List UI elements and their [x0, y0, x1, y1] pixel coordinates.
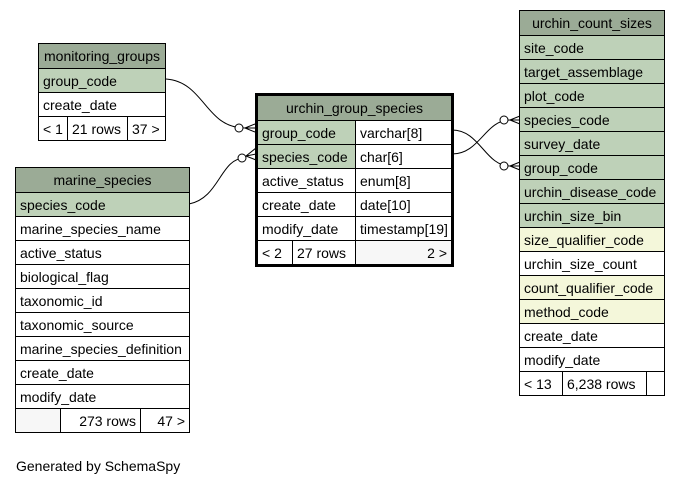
column-row[interactable]: modify_date — [16, 384, 189, 408]
column-row[interactable]: group_code — [39, 68, 165, 92]
table-urchin-count-sizes[interactable]: urchin_count_sizes site_code target_asse… — [519, 10, 665, 396]
edge-end-circle-icon — [234, 123, 244, 133]
row-count: 6,238 rows — [562, 372, 646, 395]
generated-by-note: Generated by SchemaSpy — [16, 458, 181, 474]
next-link[interactable]: 2 > — [355, 241, 451, 264]
table-marine-species[interactable]: marine_species species_code marine_speci… — [15, 167, 190, 433]
column-row[interactable]: site_code — [520, 35, 664, 59]
column-name: create_date — [262, 197, 336, 213]
column-row[interactable]: marine_species_definition — [16, 336, 189, 360]
prev-link[interactable] — [16, 409, 60, 432]
column-type: enum[8] — [355, 169, 451, 192]
column-type: char[6] — [355, 145, 451, 168]
column-row[interactable]: species_code — [16, 192, 189, 216]
table-footer: < 2 27 rows 2 > — [258, 240, 451, 264]
edge-crowfoot-icon — [509, 115, 521, 125]
column-name: species_code — [258, 145, 355, 168]
table-footer: 273 rows 47 > — [16, 408, 189, 432]
column-row[interactable]: plot_code — [520, 83, 664, 107]
column-row[interactable]: active_status — [16, 240, 189, 264]
column-type: varchar[8] — [355, 121, 451, 144]
column-row[interactable]: urchin_size_count — [520, 251, 664, 275]
column-name: modify_date — [262, 221, 339, 237]
row-count: 27 rows — [292, 241, 355, 264]
prev-link[interactable]: < 1 — [43, 121, 63, 137]
edge-marine-species-to-urchin-group-species — [188, 157, 246, 205]
table-title[interactable]: monitoring_groups — [39, 44, 165, 68]
column-row[interactable]: group_code — [520, 155, 664, 179]
column-row[interactable]: taxonomic_id — [16, 288, 189, 312]
column-row[interactable]: create_date — [520, 323, 664, 347]
next-link[interactable]: 37 > — [127, 117, 165, 140]
table-title[interactable]: urchin_count_sizes — [520, 11, 664, 35]
row-count: 273 rows — [60, 409, 140, 432]
edge-end-circle-icon — [499, 161, 509, 171]
edge-crowfoot-icon — [245, 147, 257, 161]
edge-urchin-group-species-group-to-count-sizes — [451, 129, 511, 167]
table-title[interactable]: marine_species — [16, 168, 189, 192]
column-row[interactable]: survey_date — [520, 131, 664, 155]
next-link[interactable]: 47 > — [140, 409, 189, 432]
column-row[interactable]: active_status enum[8] — [258, 168, 451, 192]
column-row[interactable]: group_code varchar[8] — [258, 120, 451, 144]
column-row[interactable]: urchin_disease_code — [520, 179, 664, 203]
prev-link[interactable]: < 2 — [262, 245, 282, 261]
edge-crowfoot-icon — [244, 123, 256, 133]
column-type: timestamp[19] — [355, 217, 451, 240]
column-row[interactable]: target_assemblage — [520, 59, 664, 83]
column-row[interactable]: size_qualifier_code — [520, 227, 664, 251]
column-row[interactable]: modify_date timestamp[19] — [258, 216, 451, 240]
edge-crowfoot-icon — [509, 161, 521, 171]
column-row[interactable]: count_qualifier_code — [520, 275, 664, 299]
column-row[interactable]: create_date — [16, 360, 189, 384]
edge-end-circle-icon — [499, 115, 509, 125]
column-row[interactable]: create_date — [39, 92, 165, 116]
table-footer: < 13 6,238 rows — [520, 371, 664, 395]
next-link[interactable] — [646, 372, 664, 395]
column-row[interactable]: marine_species_name — [16, 216, 189, 240]
column-row[interactable]: taxonomic_source — [16, 312, 189, 336]
column-row[interactable]: modify_date — [520, 347, 664, 371]
column-name: active_status — [262, 173, 344, 189]
edge-monitoring-groups-to-urchin-group-species — [165, 78, 246, 129]
table-monitoring-groups[interactable]: monitoring_groups group_code create_date… — [38, 43, 166, 141]
edge-urchin-group-species-species-to-count-sizes — [451, 119, 511, 155]
table-urchin-group-species[interactable]: urchin_group_species group_code varchar[… — [255, 93, 454, 267]
column-row[interactable]: create_date date[10] — [258, 192, 451, 216]
column-name: group_code — [258, 121, 355, 144]
table-title[interactable]: urchin_group_species — [258, 96, 451, 120]
table-footer: < 1 21 rows 37 > — [39, 116, 165, 140]
column-row[interactable]: method_code — [520, 299, 664, 323]
column-type: date[10] — [355, 193, 451, 216]
column-row[interactable]: species_code char[6] — [258, 144, 451, 168]
column-row[interactable]: urchin_size_bin — [520, 203, 664, 227]
column-row[interactable]: biological_flag — [16, 264, 189, 288]
edge-end-circle-icon — [237, 153, 247, 163]
column-row[interactable]: species_code — [520, 107, 664, 131]
prev-link[interactable]: < 13 — [524, 376, 552, 392]
row-count: 21 rows — [67, 117, 127, 140]
